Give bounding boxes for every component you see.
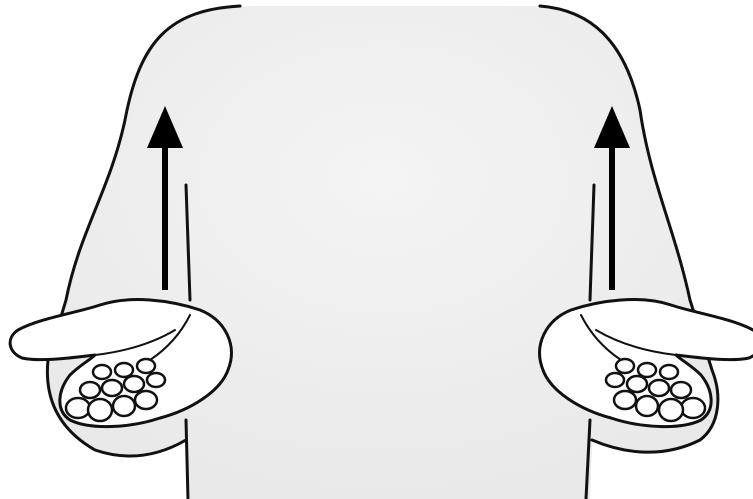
torso	[47, 6, 717, 499]
